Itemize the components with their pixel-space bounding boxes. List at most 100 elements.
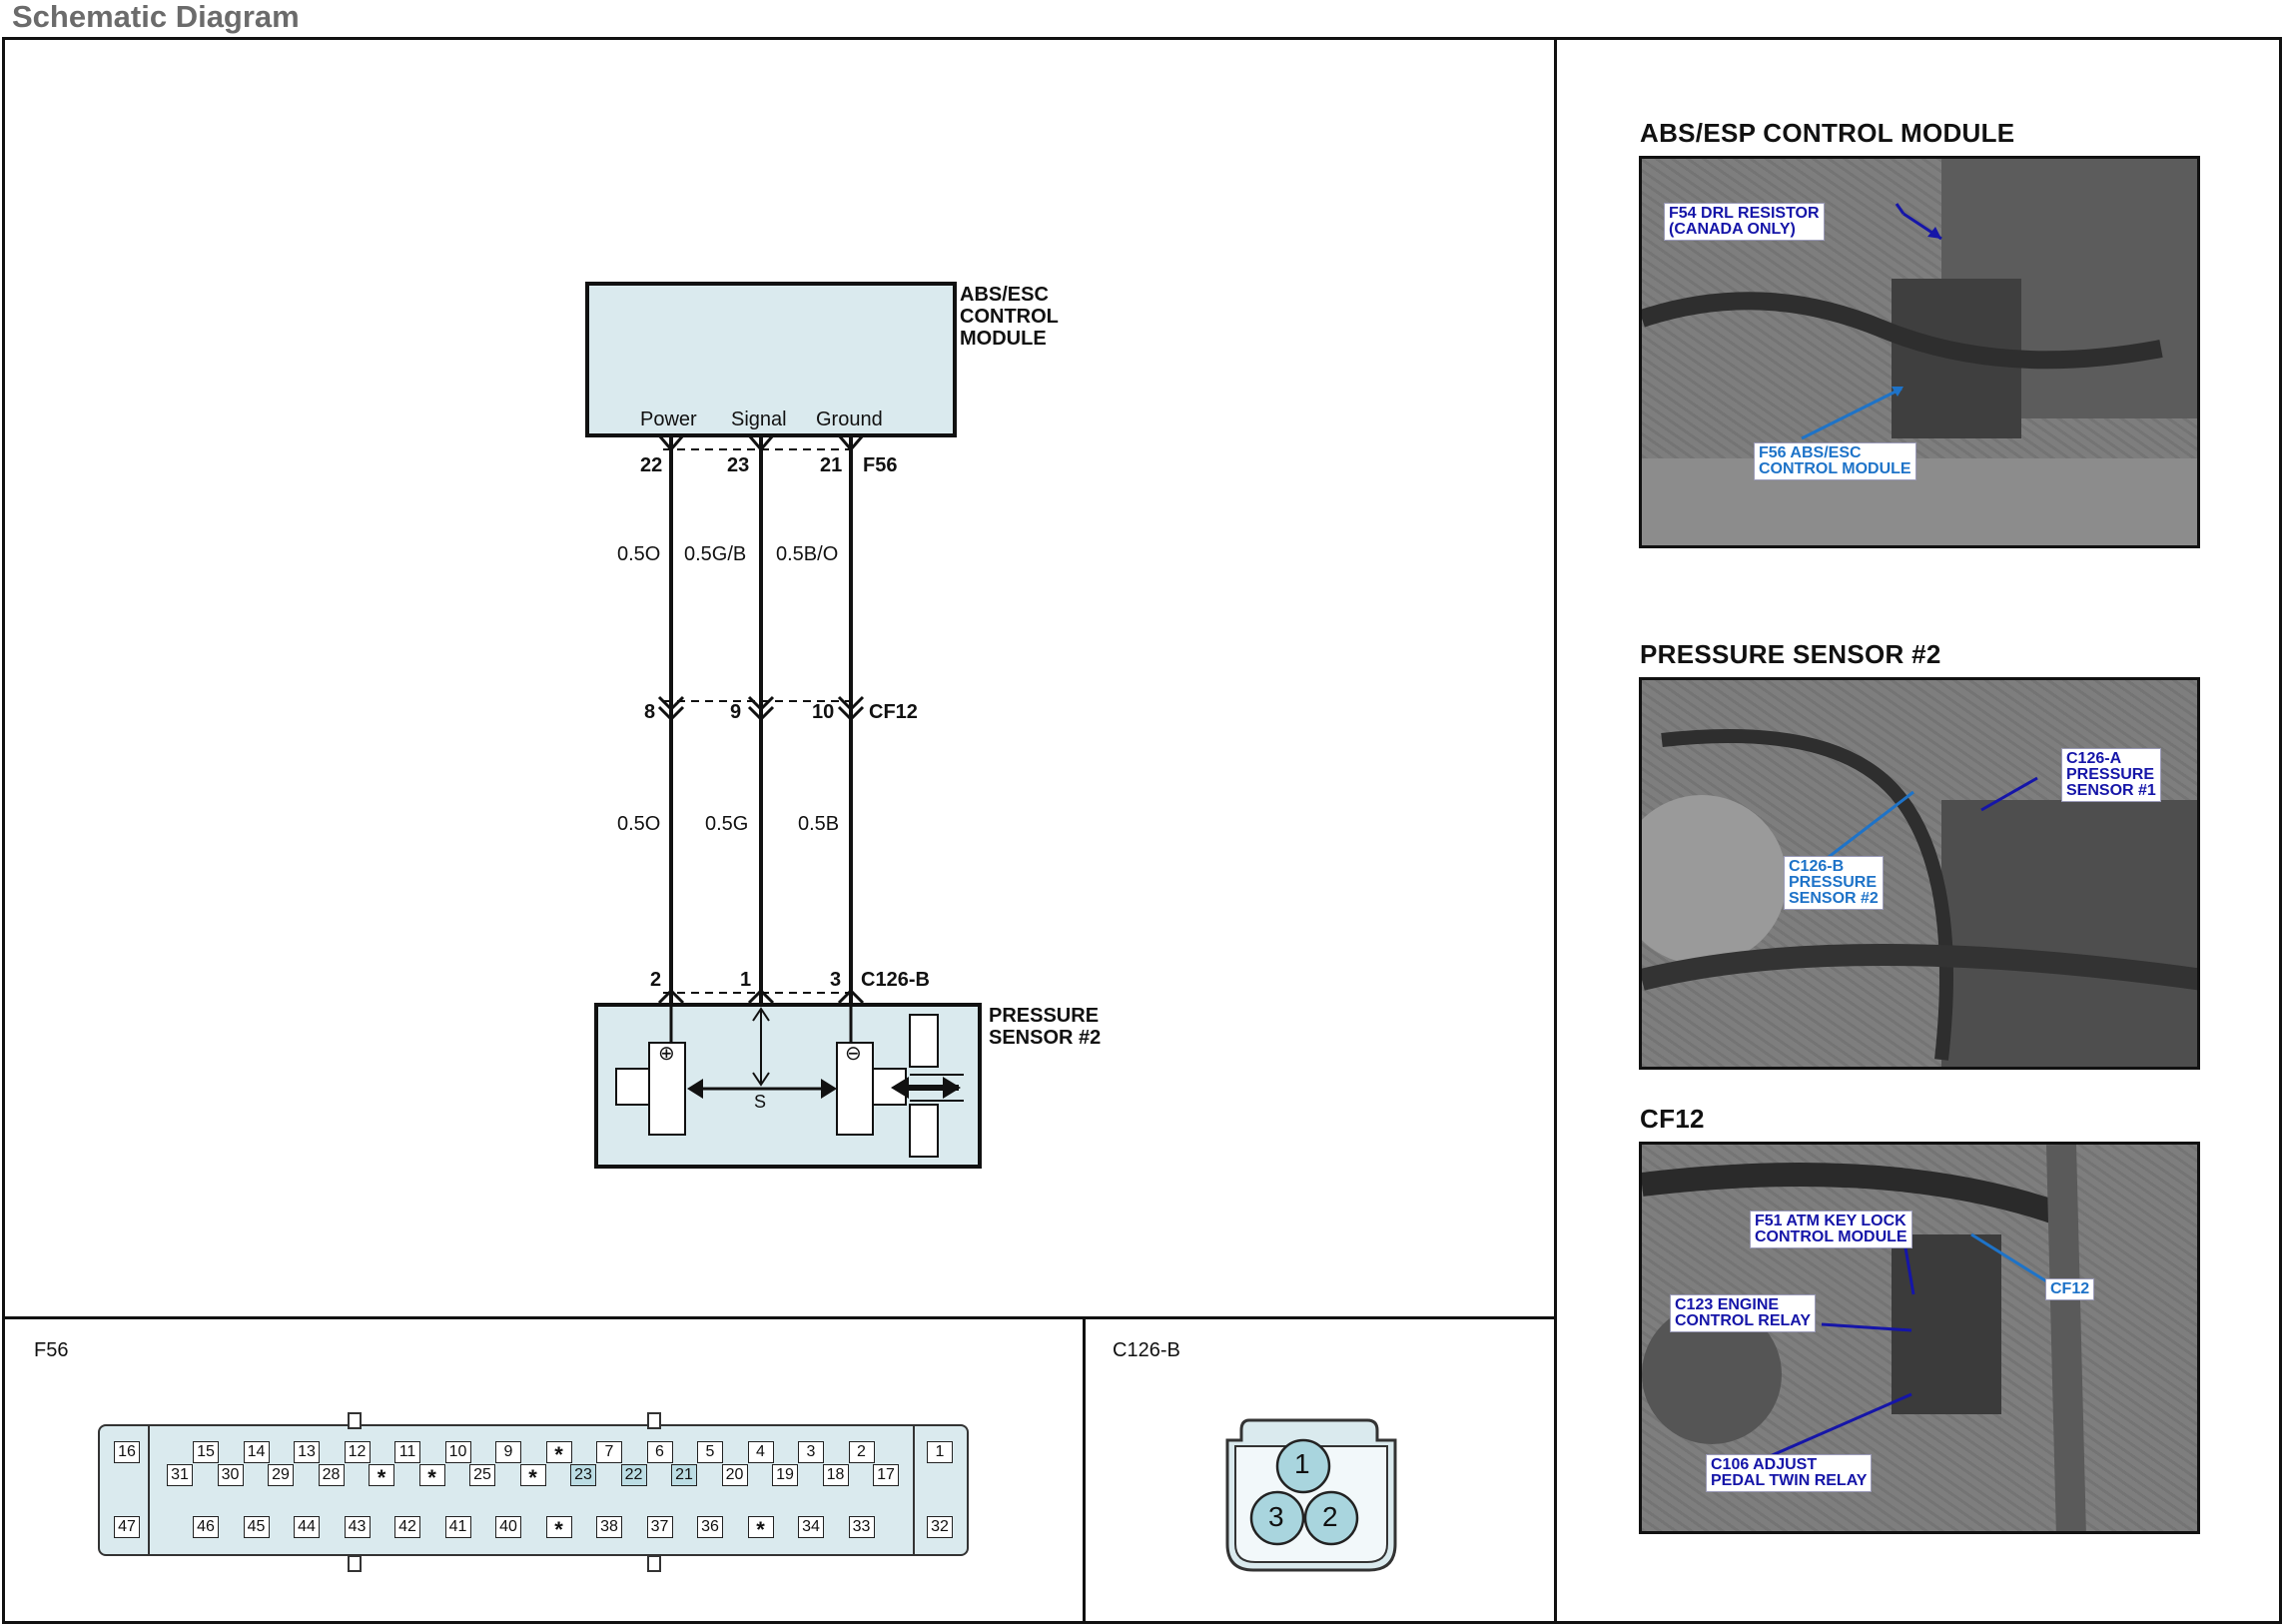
cf12-pin-10: 10 — [812, 701, 835, 723]
f56-pin-cell: 45 — [243, 1516, 270, 1538]
f56-panel-title: F56 — [34, 1339, 69, 1361]
f56-pin-cell: 13 — [294, 1441, 320, 1463]
pin-function-ground: Ground — [816, 408, 883, 430]
f56-key-bottom-left — [348, 1555, 362, 1572]
callout-c123-engine-relay: C123 ENGINE CONTROL RELAY — [1670, 1294, 1817, 1332]
f56-pin-cell: 32 — [927, 1516, 953, 1538]
f56-pin-cell: 23 — [570, 1464, 596, 1486]
module-label: ABS/ESC CONTROL MODULE — [960, 284, 1059, 350]
c126b-panel-frame — [1083, 1316, 1557, 1624]
f56-pin-cell: 4 — [747, 1441, 774, 1463]
f56-pin-cell: 46 — [193, 1516, 219, 1538]
c126b-pin-1: 1 — [740, 969, 752, 991]
abs-esc-module-box — [585, 282, 957, 437]
callout-f54-drl-resistor: F54 DRL RESISTOR (CANADA ONLY) — [1664, 203, 1825, 241]
f56-pin-cell: 18 — [822, 1464, 849, 1486]
photo-pressure-sensor: C126-A PRESSURE SENSOR #1 C126-B PRESSUR… — [1639, 677, 2200, 1070]
f56-pin-cell: 3 — [798, 1441, 824, 1463]
wire-bottom-power: 0.5O — [617, 813, 661, 835]
plus-terminal-icon: ⊕ — [658, 1043, 675, 1065]
photo-cf12: F51 ATM KEY LOCK CONTROL MODULE C123 ENG… — [1639, 1142, 2200, 1534]
f56-pin-cell: 31 — [167, 1464, 193, 1486]
c126b-pin-2: 2 — [650, 969, 662, 991]
c126b-face-pin-2: 2 — [1322, 1501, 1338, 1532]
callout-c106-adjust-pedal: C106 ADJUST PEDAL TWIN RELAY — [1706, 1454, 1873, 1492]
callout-c126b-pressure-sensor-2: C126-B PRESSURE SENSOR #2 — [1784, 856, 1884, 910]
f56-pin-cell: * — [369, 1464, 394, 1490]
f56-pin-cell: 41 — [444, 1516, 471, 1538]
f56-pin-cell: 22 — [620, 1464, 647, 1486]
f56-pin-cell: 30 — [217, 1464, 244, 1486]
f56-key-top-right — [647, 1412, 661, 1429]
f56-pin-cell: 34 — [798, 1516, 824, 1538]
c126b-connector-face — [1225, 1418, 1397, 1572]
wire-top-power: 0.5O — [617, 543, 661, 565]
f56-pin-cell: 29 — [268, 1464, 294, 1486]
f56-pin-21: 21 — [820, 454, 843, 476]
f56-pin-cell: 38 — [596, 1516, 622, 1538]
c126b-face-pin-1: 1 — [1294, 1448, 1310, 1479]
f56-pin-cell: 5 — [697, 1441, 723, 1463]
f56-pin-23: 23 — [727, 454, 750, 476]
callout-c126a-pressure-sensor-1: C126-A PRESSURE SENSOR #1 — [2061, 748, 2161, 802]
f56-pin-cell: 21 — [671, 1464, 697, 1486]
f56-pin-cell: 10 — [444, 1441, 471, 1463]
f56-connector-name: F56 — [863, 454, 898, 476]
photo-title-pressure-sensor: PRESSURE SENSOR #2 — [1640, 639, 1941, 669]
photo-abs-esp-module: F54 DRL RESISTOR (CANADA ONLY) F56 ABS/E… — [1639, 156, 2200, 548]
f56-pin-cell: 16 — [114, 1441, 140, 1463]
wiring-schematic — [585, 282, 982, 1169]
f56-key-bottom-right — [647, 1555, 661, 1572]
f56-pin-cell: 42 — [394, 1516, 420, 1538]
f56-divider-right — [913, 1426, 915, 1554]
f56-pin-cell: 40 — [495, 1516, 521, 1538]
sensor-signal-label: S — [754, 1092, 767, 1112]
f56-pin-cell: 44 — [294, 1516, 320, 1538]
c126b-panel-title: C126-B — [1113, 1339, 1180, 1361]
page-title: Schematic Diagram — [12, 0, 300, 34]
f56-pin-cell: 43 — [344, 1516, 371, 1538]
f56-pin-cell: 14 — [243, 1441, 270, 1463]
f56-pin-cell: * — [519, 1464, 546, 1490]
cf12-connector-name: CF12 — [869, 701, 918, 723]
f56-pin-cell: 19 — [772, 1464, 798, 1486]
wire-top-signal: 0.5G/B — [684, 543, 747, 565]
f56-pin-cell: * — [418, 1464, 445, 1490]
f56-key-top-left — [348, 1412, 362, 1429]
f56-pin-cell: 28 — [318, 1464, 345, 1486]
f56-pin-cell: 25 — [469, 1464, 495, 1486]
callout-f56-abs-esc-module: F56 ABS/ESC CONTROL MODULE — [1754, 442, 1916, 480]
f56-pin-cell: 20 — [721, 1464, 748, 1486]
c126b-face-pin-3: 3 — [1268, 1501, 1284, 1532]
f56-pin-cell: * — [747, 1516, 774, 1542]
photo-panel-frame — [1554, 37, 2282, 1624]
f56-pin-cell: 15 — [193, 1441, 219, 1463]
f56-pin-cell: 6 — [646, 1441, 673, 1463]
f56-pin-cell: 7 — [596, 1441, 622, 1463]
f56-pin-cell: 47 — [114, 1516, 140, 1538]
cf12-pin-9: 9 — [730, 701, 742, 723]
photo-title-abs-esp: ABS/ESP CONTROL MODULE — [1640, 118, 2015, 148]
f56-pin-cell: 37 — [646, 1516, 673, 1538]
callout-cf12: CF12 — [2045, 1278, 2095, 1300]
cf12-pin-8: 8 — [644, 701, 656, 723]
c126b-connector-name: C126-B — [861, 969, 930, 991]
f56-pin-cell: 36 — [697, 1516, 723, 1538]
pin-function-power: Power — [640, 408, 697, 430]
f56-divider-left — [148, 1426, 150, 1554]
f56-pin-22: 22 — [640, 454, 663, 476]
f56-pin-cell: * — [545, 1516, 572, 1542]
f56-pin-cell: * — [545, 1441, 572, 1467]
pin-function-signal: Signal — [731, 408, 787, 430]
wire-bottom-ground: 0.5B — [798, 813, 840, 835]
sensor-label: PRESSURE SENSOR #2 — [989, 1005, 1102, 1049]
f56-pin-cell: 17 — [873, 1464, 899, 1486]
wire-bottom-signal: 0.5G — [705, 813, 749, 835]
callout-f51-atm-key-lock: F51 ATM KEY LOCK CONTROL MODULE — [1750, 1211, 1912, 1248]
f56-pin-cell: 12 — [344, 1441, 371, 1463]
f56-pin-cell: 11 — [394, 1441, 420, 1463]
photo-title-cf12: CF12 — [1640, 1104, 1705, 1134]
minus-terminal-icon: ⊖ — [845, 1043, 862, 1065]
f56-pin-cell: 33 — [848, 1516, 875, 1538]
c126b-pin-3: 3 — [830, 969, 842, 991]
